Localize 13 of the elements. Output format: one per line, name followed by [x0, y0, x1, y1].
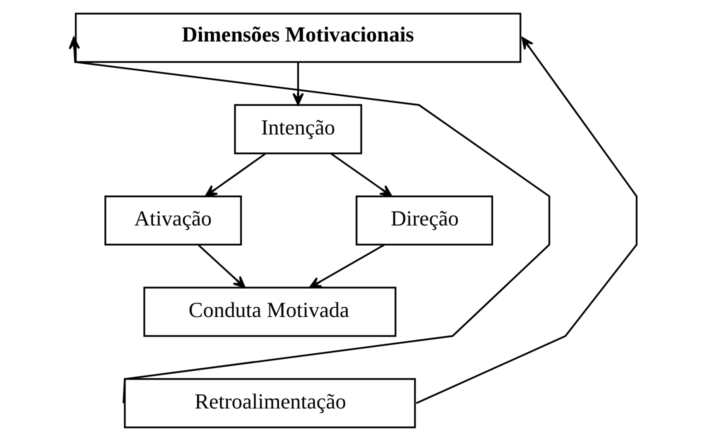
arrow: [330, 153, 392, 197]
node-box: Retroalimentação: [124, 378, 416, 428]
arrow: [69, 36, 550, 404]
node-box: Ativação: [104, 195, 242, 246]
arrow: [292, 62, 304, 106]
node-box: Intenção: [234, 104, 362, 154]
node-box: Direção: [356, 195, 494, 246]
arrow: [416, 36, 638, 404]
node-box: Dimensões Motivacionais: [74, 12, 522, 63]
arrow: [309, 244, 385, 288]
node-box: Conduta Motivada: [143, 286, 396, 337]
arrow: [204, 153, 266, 197]
arrow: [198, 244, 246, 288]
